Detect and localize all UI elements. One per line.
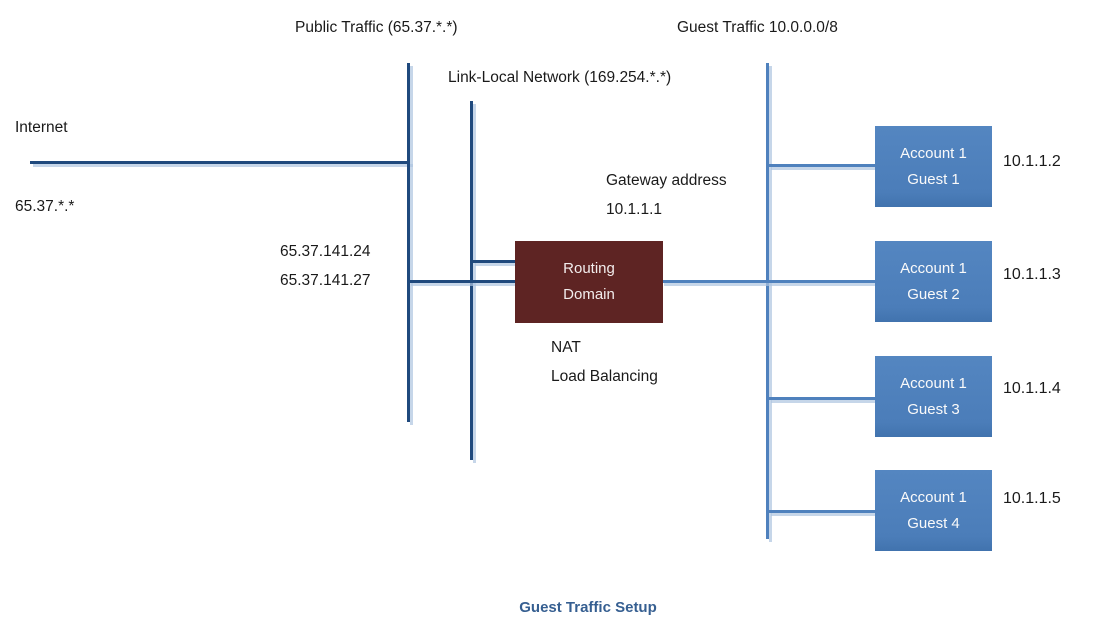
internet-line <box>30 161 410 164</box>
label-gateway-ip: 10.1.1.1 <box>606 201 663 218</box>
guest-box-account-label: Account 1 <box>900 144 967 162</box>
label-gateway-address: Gateway address <box>606 172 727 189</box>
label-nat: NAT <box>551 339 581 356</box>
guest-box-guest-label: Guest 4 <box>907 514 960 532</box>
routing-domain-box: Routing Domain <box>515 241 663 323</box>
label-guest-traffic: Guest Traffic 10.0.0.0/8 <box>677 19 838 36</box>
guest-box-1: Account 1 Guest 1 <box>875 126 992 207</box>
guest-box-guest-label: Guest 3 <box>907 400 960 418</box>
guest-box-2: Account 1 Guest 2 <box>875 241 992 322</box>
guest4-connector-line <box>768 510 875 513</box>
routing-to-guest2-line <box>661 280 875 283</box>
routing-uplink-linklocal-line <box>472 260 517 263</box>
guest-box-account-label: Account 1 <box>900 374 967 392</box>
public-traffic-line <box>407 63 410 422</box>
label-guest3-ip: 10.1.1.4 <box>1003 380 1061 397</box>
guest-box-guest-label: Guest 1 <box>907 170 960 188</box>
label-public-ip-2: 65.37.141.27 <box>280 272 371 289</box>
guest3-connector-line <box>768 397 875 400</box>
guest1-connector-line <box>768 164 875 167</box>
label-internet-ip: 65.37.*.* <box>15 198 75 215</box>
label-guest2-ip: 10.1.1.3 <box>1003 266 1061 283</box>
routing-domain-label-line1: Routing <box>563 260 615 277</box>
routing-domain-label-line2: Domain <box>563 286 615 303</box>
guest-box-4: Account 1 Guest 4 <box>875 470 992 551</box>
guest-traffic-line <box>766 63 769 539</box>
label-load-balancing: Load Balancing <box>551 368 658 385</box>
guest-box-account-label: Account 1 <box>900 488 967 506</box>
guest-box-guest-label: Guest 2 <box>907 285 960 303</box>
guest-box-account-label: Account 1 <box>900 259 967 277</box>
label-guest4-ip: 10.1.1.5 <box>1003 490 1061 507</box>
routing-uplink-public-line <box>408 280 517 283</box>
guest-box-3: Account 1 Guest 3 <box>875 356 992 437</box>
label-internet: Internet <box>15 119 68 136</box>
diagram-caption: Guest Traffic Setup <box>519 599 657 616</box>
label-public-ip-1: 65.37.141.24 <box>280 243 371 260</box>
label-link-local-network: Link-Local Network (169.254.*.*) <box>448 69 672 86</box>
label-guest1-ip: 10.1.1.2 <box>1003 153 1061 170</box>
label-public-traffic: Public Traffic (65.37.*.*) <box>295 19 458 36</box>
